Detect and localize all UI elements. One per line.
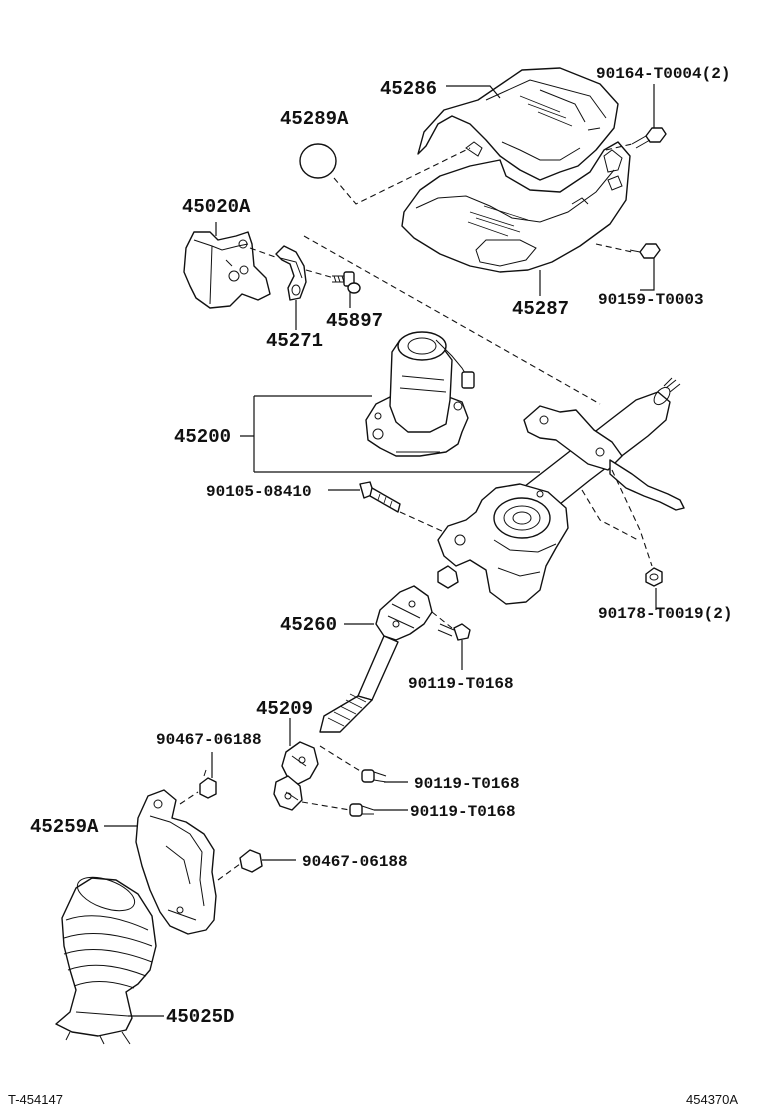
- label-45020a: 45020A: [182, 196, 251, 218]
- label-90119-t0168-b: 90119-T0168: [414, 775, 520, 793]
- label-90119-t0168-a: 90119-T0168: [408, 675, 514, 693]
- label-90467-06188-a: 90467-06188: [156, 731, 262, 749]
- label-45209: 45209: [256, 698, 313, 720]
- footer-right-code: 454370A: [686, 1092, 738, 1107]
- label-45289a: 45289A: [280, 108, 349, 130]
- dashed-assembly-lines: [179, 143, 653, 881]
- label-90164-t0004: 90164-T0004(2): [596, 65, 730, 83]
- label-45025d: 45025D: [166, 1006, 234, 1028]
- screw-90159-t0003: [629, 243, 661, 259]
- dust-cover-45259a: [135, 789, 217, 935]
- label-90105-08410: 90105-08410: [206, 483, 312, 501]
- clip-90467-06188-a: [199, 769, 217, 799]
- label-90119-t0168-c: 90119-T0168: [410, 803, 516, 821]
- bolt-90119-t0168-b: [361, 769, 387, 783]
- label-45287: 45287: [512, 298, 569, 320]
- column-bracket-45020a: [183, 231, 271, 309]
- steering-column-body: [437, 377, 685, 605]
- clip-90467-06188-b: [239, 849, 263, 873]
- label-45259a: 45259A: [30, 816, 99, 838]
- label-90159-t0003: 90159-T0003: [598, 291, 704, 309]
- lower-column-cover-45287: [401, 141, 631, 273]
- label-90178-t0019: 90178-T0019(2): [598, 605, 732, 623]
- nut-90178-t0019: [645, 567, 663, 587]
- cover-ring-45289a: [299, 143, 337, 179]
- label-45271: 45271: [266, 330, 323, 352]
- motor-assembly-45200: [365, 331, 475, 457]
- label-45286: 45286: [380, 78, 437, 100]
- bolt-90119-t0168-c: [349, 803, 375, 817]
- label-90467-06188-b: 90467-06188: [302, 853, 408, 871]
- screw-90164-t0004: [631, 127, 667, 149]
- leader-lines: [104, 84, 657, 1017]
- label-45260: 45260: [280, 614, 337, 636]
- intermediate-shaft-45260: [319, 585, 433, 733]
- clamp-45271: [275, 245, 307, 301]
- label-45897: 45897: [326, 310, 383, 332]
- bolt-90105-08410: [359, 481, 401, 513]
- bolt-45897: [332, 271, 361, 294]
- label-45200: 45200: [174, 426, 231, 448]
- universal-joint-45209: [273, 741, 319, 811]
- footer-left-code: T-454147: [8, 1092, 63, 1107]
- bolt-90119-t0168-a: [437, 623, 471, 641]
- boot-45025d: [55, 876, 157, 1045]
- upper-column-cover-45286: [417, 67, 619, 181]
